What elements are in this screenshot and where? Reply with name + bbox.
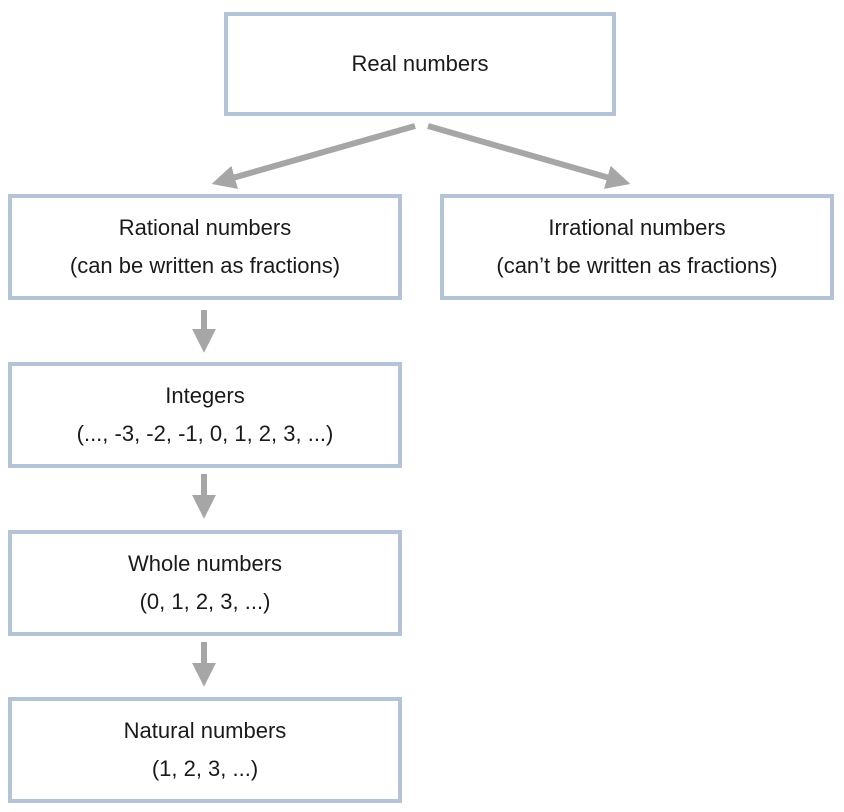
node-irrational-numbers-description: (can’t be written as fractions)	[496, 253, 778, 278]
node-irrational-numbers: Irrational numbers (can’t be written as …	[440, 194, 834, 300]
node-rational-numbers-description: (can be written as fractions)	[69, 253, 341, 278]
arrow-real-to-irrational	[427, 123, 631, 189]
node-natural-numbers-title: Natural numbers	[123, 718, 287, 743]
node-integers-title: Integers	[165, 383, 245, 408]
node-whole-numbers-description: (0, 1, 2, 3, ...)	[139, 589, 271, 614]
node-natural-numbers: Natural numbers (1, 2, 3, ...)	[8, 697, 402, 803]
node-whole-numbers: Whole numbers (0, 1, 2, 3, ...)	[8, 530, 402, 636]
node-integers-description: (..., -3, -2, -1, 0, 1, 2, 3, ...)	[76, 421, 334, 446]
node-real-numbers-title: Real numbers	[351, 51, 489, 76]
arrow-real-to-rational	[211, 123, 416, 189]
node-natural-numbers-description: (1, 2, 3, ...)	[151, 756, 259, 781]
node-rational-numbers-title: Rational numbers	[118, 215, 292, 240]
node-integers: Integers (..., -3, -2, -1, 0, 1, 2, 3, .…	[8, 362, 402, 468]
node-real-numbers: Real numbers	[224, 12, 616, 116]
node-rational-numbers: Rational numbers (can be written as frac…	[8, 194, 402, 300]
node-irrational-numbers-title: Irrational numbers	[548, 215, 726, 240]
node-whole-numbers-title: Whole numbers	[127, 551, 283, 576]
